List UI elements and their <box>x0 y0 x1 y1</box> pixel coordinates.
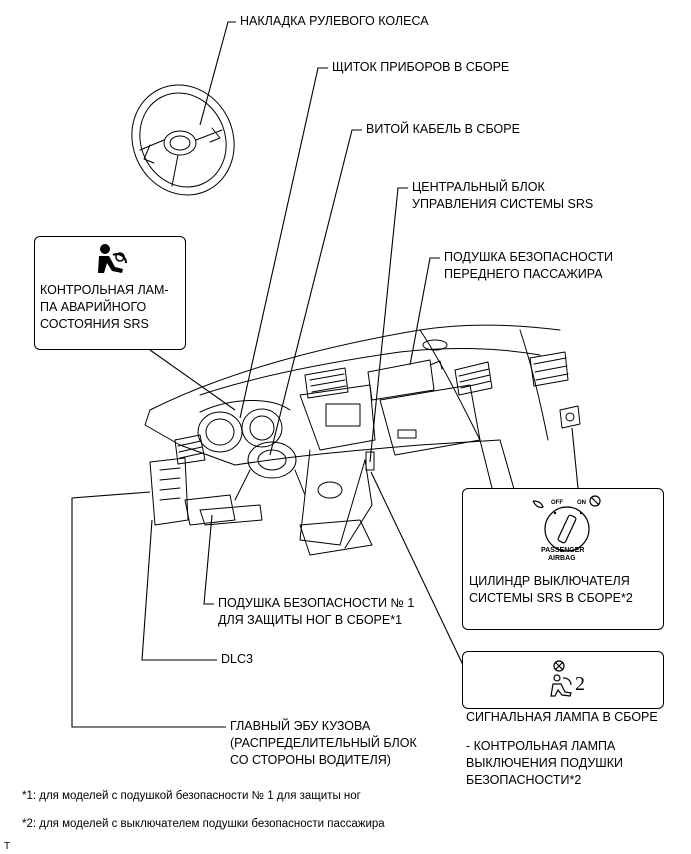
footnote-1: *1: для моделей с подушкой безопасности … <box>22 790 361 802</box>
airbag-text: AIRBAG <box>548 555 576 562</box>
indicator-lamp-line2: ВЫКЛЮЧЕНИЯ ПОДУШКИ <box>466 756 623 770</box>
center-airbag-sensor-label-line1: ЦЕНТРАЛЬНЫЙ БЛОК <box>412 180 545 194</box>
main-body-ecu-label-line3: СО СТОРОНЫ ВОДИТЕЛЯ) <box>230 753 391 767</box>
instrument-cluster-label: ЩИТОК ПРИБОРОВ В СБОРЕ <box>332 60 510 74</box>
steering-wheel-drawing <box>131 84 235 196</box>
spiral-cable-label: ВИТОЙ КАБЕЛЬ В СБОРЕ <box>366 122 520 136</box>
airbag-off-indicator-icon <box>550 660 572 697</box>
main-body-ecu-label-line2: (РАСПРЕДЕЛИТЕЛЬНЫЙ БЛОК <box>230 736 417 750</box>
warning-lamp-line1: КОНТРОЛЬНАЯ ЛАМ- <box>40 283 169 297</box>
passenger-text: PASSENGER <box>541 547 585 554</box>
dashboard-drawing <box>144 324 581 556</box>
knee-airbag-label-line1: ПОДУШКА БЕЗОПАСНОСТИ № 1 <box>218 596 415 610</box>
airbag-warning-icon <box>98 244 127 273</box>
off-text: OFF <box>551 500 563 506</box>
cutoff-switch-line1: ЦИЛИНДР ВЫКЛЮЧАТЕЛЯ <box>469 574 630 588</box>
knee-airbag-label-line2: ДЛЯ ЗАЩИТЫ НОГ В СБОРЕ*1 <box>218 613 403 627</box>
main-body-ecu-label-line1: ГЛАВНЫЙ ЭБУ КУЗОВА <box>230 719 371 733</box>
srs-warning-lamp-box: КОНТРОЛЬНАЯ ЛАМ- ПА АВАРИЙНОГО СОСТОЯНИЯ… <box>34 236 186 350</box>
passenger-airbag-label-line2: ПЕРЕДНЕГО ПАССАЖИРА <box>444 267 603 281</box>
on-text: ON <box>577 500 586 506</box>
steering-pad-label: НАКЛАДКА РУЛЕВОГО КОЛЕСА <box>240 14 429 28</box>
warning-lamp-line3: СОСТОЯНИЯ SRS <box>40 317 149 331</box>
leader-lines <box>71 21 579 728</box>
cutoff-switch-line2: СИСТЕМЫ SRS В СБОРЕ*2 <box>469 591 633 605</box>
indicator-digit: 2 <box>575 673 585 695</box>
warning-lamp-line2: ПА АВАРИЙНОГО <box>40 300 147 314</box>
footnote-2: *2: для моделей с выключателем подушки б… <box>22 818 385 830</box>
indicator-lamp-line3: БЕЗОПАСНОСТИ*2 <box>466 773 582 787</box>
corner-mark: T <box>4 841 11 852</box>
indicator-lamp-title: СИГНАЛЬНАЯ ЛАМПА В СБОРЕ <box>466 710 658 724</box>
passenger-airbag-label-line1: ПОДУШКА БЕЗОПАСНОСТИ <box>444 250 613 264</box>
dlc3-label: DLC3 <box>221 652 253 666</box>
key-cylinder-icon <box>532 495 601 552</box>
indicator-lamp-line1: - КОНТРОЛЬНАЯ ЛАМПА <box>466 739 616 753</box>
indicator-lamp-box: 2 <box>462 651 664 709</box>
srs-cutoff-switch-box: OFF ON PASSENGER AIRBAG ЦИЛИНДР ВЫКЛЮЧАТ… <box>462 488 664 630</box>
center-airbag-sensor-label-line2: УПРАВЛЕНИЯ СИСТЕМЫ SRS <box>412 197 594 211</box>
